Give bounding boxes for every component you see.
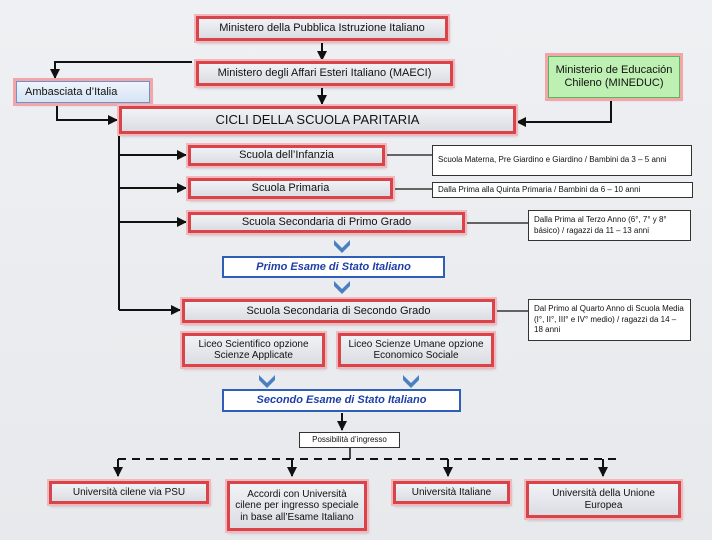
chevron-down-icon <box>259 375 275 388</box>
liceo-umane-label: Liceo Scienze Umane opzione Economico So… <box>348 338 484 362</box>
universita-psu-box: Università cilene via PSU <box>49 481 209 504</box>
ministero-istruzione-label: Ministero della Pubblica Istruzione Ital… <box>219 22 425 35</box>
secondo-esame-label: Secondo Esame di Stato Italiano <box>256 394 427 407</box>
note-infanzia-text: Scuola Materna, Pre Giardino e Giardino … <box>438 155 667 165</box>
ambasciata-box: Ambasciata d’Italia <box>16 81 150 103</box>
ministero-esteri-box: Ministero degli Affari Esteri Italiano (… <box>196 61 453 86</box>
arrow-mineduc-cicli <box>516 98 612 127</box>
primo-esame-label: Primo Esame di Stato Italiano <box>256 260 411 273</box>
note-primaria: Dalla Prima alla Quinta Primaria / Bambi… <box>432 182 693 198</box>
blue-chevron-arrows <box>259 240 419 388</box>
universita-accordi-box: Accordi con Università cilene per ingres… <box>227 481 367 531</box>
scuola-secondaria-primo-label: Scuola Secondaria di Primo Grado <box>241 216 412 229</box>
liceo-umane-box: Liceo Scienze Umane opzione Economico So… <box>338 333 494 367</box>
liceo-scientifico-label: Liceo Scientifico opzione Scienze Applic… <box>198 338 309 362</box>
scuola-infanzia-label: Scuola dell’Infanzia <box>239 149 334 162</box>
universita-italiane-box: Università Italiane <box>393 481 510 504</box>
note-primaria-text: Dalla Prima alla Quinta Primaria / Bambi… <box>438 184 641 194</box>
scuola-secondaria-primo-box: Scuola Secondaria di Primo Grado <box>188 212 465 233</box>
possibilita-label: Possibilità d’ingresso <box>312 435 387 445</box>
cicli-box: CICLI DELLA SCUOLA PARITARIA <box>119 106 516 134</box>
primo-esame-box: Primo Esame di Stato Italiano <box>222 256 445 278</box>
liceo-scientifico-box: Liceo Scientifico opzione Scienze Applic… <box>182 333 325 367</box>
universita-italiane-label: Università Italiane <box>411 486 492 498</box>
universita-accordi-label: Accordi con Università cilene per ingres… <box>235 488 359 523</box>
arrow-maeci-ambasciata <box>50 61 192 79</box>
universita-ue-label: Università della Unione Europea <box>552 488 655 511</box>
scuola-primaria-label: Scuola Primaria <box>251 182 330 195</box>
scuola-secondaria-secondo-label: Scuola Secondaria di Secondo Grado <box>246 304 431 317</box>
ambasciata-label: Ambasciata d’Italia <box>25 85 118 98</box>
ministero-esteri-label: Ministero degli Affari Esteri Italiano (… <box>217 67 432 80</box>
possibilita-box: Possibilità d’ingresso <box>299 432 400 448</box>
universita-ue-box: Università della Unione Europea <box>526 481 681 518</box>
scuola-infanzia-box: Scuola dell’Infanzia <box>188 145 385 166</box>
ministero-istruzione-box: Ministero della Pubblica Istruzione Ital… <box>196 16 448 41</box>
scuola-secondaria-secondo-box: Scuola Secondaria di Secondo Grado <box>182 299 495 323</box>
mineduc-label: Ministerio de Educación Chileno (MINEDUC… <box>555 64 673 89</box>
note-secondaria-secondo: Dal Primo al Quarto Anno di Scuola Media… <box>528 299 691 341</box>
note-secondaria-secondo-text: Dal Primo al Quarto Anno di Scuola Media… <box>534 303 684 335</box>
chevron-down-icon <box>403 375 419 388</box>
chevron-down-icon <box>334 240 350 253</box>
cicli-title: CICLI DELLA SCUOLA PARITARIA <box>215 111 420 127</box>
note-infanzia: Scuola Materna, Pre Giardino e Giardino … <box>432 145 692 176</box>
secondo-esame-box: Secondo Esame di Stato Italiano <box>222 389 461 412</box>
chevron-down-icon <box>334 281 350 294</box>
arrow-ambasciata-cicli <box>56 104 118 125</box>
scuola-primaria-box: Scuola Primaria <box>188 178 393 199</box>
note-secondaria-primo-text: Dalla Prima al Terzo Anno (6°, 7° y 8° b… <box>534 214 667 235</box>
mineduc-box: Ministerio de Educación Chileno (MINEDUC… <box>548 56 680 98</box>
note-secondaria-primo: Dalla Prima al Terzo Anno (6°, 7° y 8° b… <box>528 210 691 241</box>
universita-psu-label: Università cilene via PSU <box>72 486 186 498</box>
